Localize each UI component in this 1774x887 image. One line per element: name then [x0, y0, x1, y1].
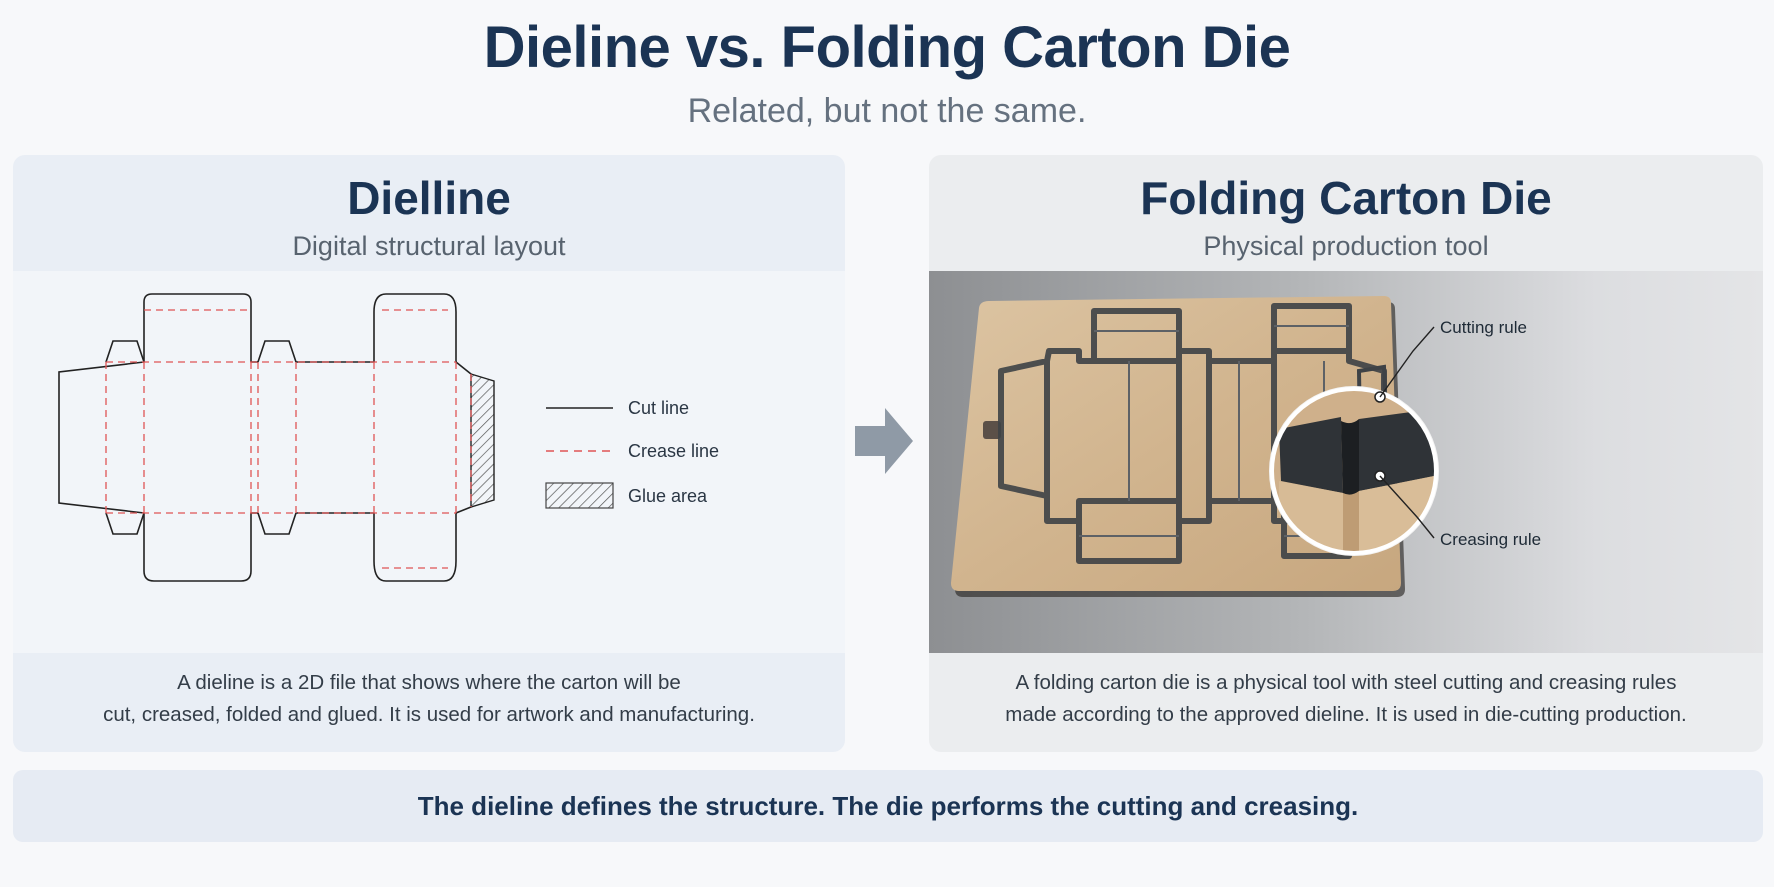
dieline-description: A dieline is a 2D file that shows where …	[13, 667, 845, 731]
dieline-legend: Cut line Crease line Glue area	[545, 398, 719, 509]
dieline-description-line: A dieline is a 2D file that shows where …	[177, 671, 681, 694]
dieline-description-line: cut, creased, folded and glued. It is us…	[103, 703, 755, 726]
board-slot	[983, 421, 1001, 439]
glue-flap	[470, 373, 495, 508]
page-title: Dieline vs. Folding Carton Die	[483, 15, 1291, 80]
callout-line-cutting	[1379, 326, 1435, 398]
summary-banner: The dieline defines the structure. The d…	[13, 770, 1763, 842]
dieline-panel-header: Dielline Digital structural layout	[13, 155, 845, 271]
die-panel-title: Folding Carton Die	[1140, 172, 1552, 224]
die-description: A folding carton die is a physical tool …	[929, 667, 1763, 731]
dieline-diagram: Cut line Crease line Glue area	[58, 293, 719, 582]
die-panel-subtitle: Physical production tool	[1203, 231, 1489, 261]
die-callouts: Cutting rule Creasing rule	[1379, 318, 1541, 549]
legend-cut-label: Cut line	[628, 398, 689, 418]
callout-cutting-rule: Cutting rule	[1440, 318, 1527, 337]
legend-glue-swatch	[545, 482, 614, 509]
dieline-drawing-area: Cut line Crease line Glue area	[13, 271, 845, 653]
die-panel: Folding Carton Die Physical production t…	[929, 155, 1763, 752]
page-subtitle: Related, but not the same.	[687, 92, 1087, 130]
dieline-panel: Dielline Digital structural layout	[13, 155, 845, 752]
die-photo-area: Cutting rule Creasing rule	[929, 271, 1763, 653]
die-description-line: A folding carton die is a physical tool …	[1015, 671, 1677, 694]
callout-creasing-rule: Creasing rule	[1440, 530, 1541, 549]
dieline-panel-title: Dielline	[347, 172, 511, 224]
die-illustration	[951, 296, 1439, 597]
die-panel-header: Folding Carton Die Physical production t…	[929, 155, 1763, 271]
die-description-line: made according to the approved dieline. …	[1005, 703, 1687, 726]
cut-outline	[58, 293, 472, 582]
callout-line-creasing	[1379, 475, 1435, 539]
dieline-panel-subtitle: Digital structural layout	[292, 231, 566, 261]
crease-lines	[105, 309, 472, 569]
arrow-right-icon	[855, 408, 913, 474]
legend-glue-label: Glue area	[628, 486, 708, 506]
legend-crease-label: Crease line	[628, 441, 719, 461]
